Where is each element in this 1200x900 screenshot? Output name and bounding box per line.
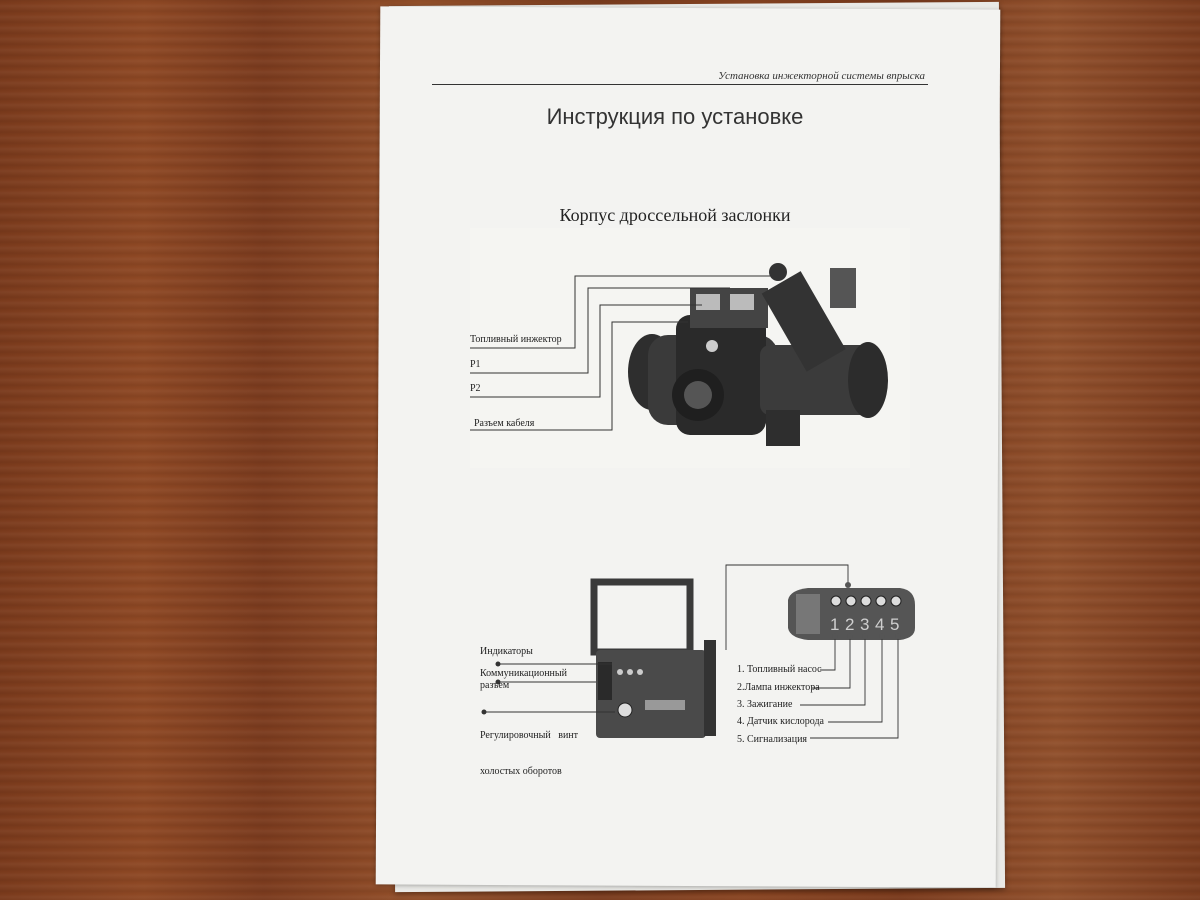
pin-number: 1 [830,615,839,634]
label-p1: P1 [470,359,481,370]
pin-label-oxygen-sensor: 4. Датчик кислорода [737,716,824,727]
comm-dot [495,679,501,685]
connector-photo [788,588,915,640]
pin-number: 5 [890,615,899,634]
connector-leader-lines [725,564,899,739]
throttle-leader-lines [470,275,770,431]
idle-dot [481,709,487,715]
pin-number: 4 [875,615,884,634]
indicator-dot [495,661,501,667]
pin-label-injector-lamp: 2.Лампа инжектора [737,682,820,693]
pin-number: 2 [845,615,854,634]
connector-pin-dots [832,582,901,639]
pin-label-alarm: 5. Сигнализация [737,734,808,745]
header-rule [432,84,928,85]
controller-photo [590,578,716,738]
label-idle-line1: Регулировочный винт [480,730,579,741]
page-title: Инструкция по установке [546,104,804,129]
label-p2: P2 [470,383,481,394]
label-comm-connector: Коммуникационный разъем [480,668,567,692]
label-comm-line2: разъем [480,680,510,691]
label-indicators: Индикаторы [480,646,533,657]
pin-label-fuel-pump: 1. Топливный насос [737,664,822,675]
section-title: Корпус дроссельной заслонки [559,205,791,225]
label-idle-screw: Регулировочный винт холостых оборотов [480,706,578,790]
label-idle-line2: холостых оборотов [480,766,562,777]
pin-label-ignition: 3. Зажигание [737,699,793,710]
label-comm-line1: Коммуникационный [480,668,567,679]
label-cable-connector: Разъем кабеля [474,418,535,429]
controller-leader-lines [484,663,615,713]
running-header: Установка инжекторной системы впрыска [718,70,925,82]
label-fuel-injector: Топливный инжектор [470,334,562,345]
connector-pin-numbers: 1 2 3 4 5 [830,615,899,634]
pin-number: 3 [860,615,869,634]
